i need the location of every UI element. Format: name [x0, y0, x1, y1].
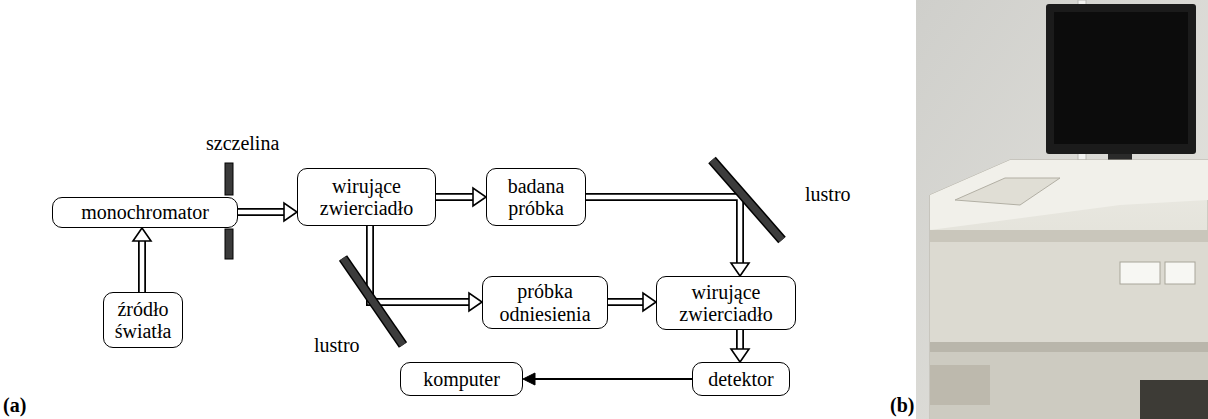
- box-text: komputer: [423, 368, 500, 390]
- mirror-label: lustro: [314, 334, 360, 357]
- mirror-label: lustro: [805, 183, 851, 206]
- box-text: wirujące zwierciadło: [302, 175, 431, 220]
- process-box: wirujące zwierciadło: [656, 276, 796, 330]
- hollow-arrow: [436, 188, 486, 206]
- slit-bar: [225, 229, 233, 259]
- box-text: źródło światła: [108, 298, 178, 343]
- hollow-arrow: [586, 197, 749, 276]
- process-box: źródło światła: [103, 292, 183, 348]
- box-text: detektor: [708, 368, 774, 390]
- hollow-arrow: [370, 226, 482, 311]
- mirror: [712, 160, 782, 240]
- hollow-arrow: [608, 293, 656, 311]
- mirror: [343, 258, 403, 345]
- mirror: [712, 160, 782, 240]
- process-box: detektor: [692, 362, 790, 396]
- box-text: wirujące zwierciadło: [661, 281, 791, 326]
- panel-letter: (b): [890, 394, 914, 417]
- process-box: badana próbka: [486, 168, 586, 226]
- process-box: komputer: [400, 362, 523, 396]
- process-box: próbka odniesienia: [482, 276, 608, 329]
- box-text: badana próbka: [491, 175, 581, 220]
- box-text: próbka odniesienia: [487, 280, 603, 325]
- panel-letter: (a): [3, 394, 26, 417]
- slit-label: szczelina: [206, 132, 279, 155]
- process-box: monochromator: [52, 197, 238, 228]
- mirror: [343, 258, 403, 345]
- process-box: wirujące zwierciadło: [297, 168, 436, 226]
- box-text: monochromator: [81, 201, 209, 223]
- slit-bar: [225, 163, 233, 195]
- hollow-arrow: [133, 228, 151, 292]
- arrow: [523, 373, 692, 385]
- hollow-arrow: [238, 203, 297, 221]
- hollow-arrow: [731, 330, 749, 362]
